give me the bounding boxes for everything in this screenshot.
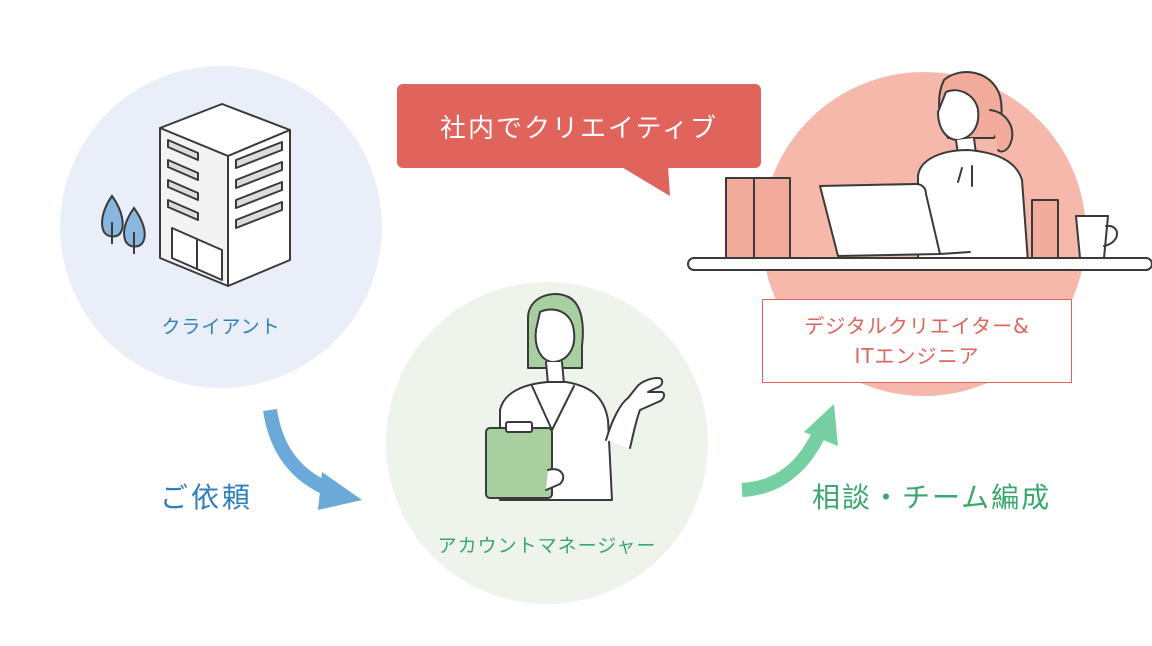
speech-bubble-text: 社内でクリエイティブ	[440, 113, 718, 144]
manager-label: アカウントマネージャー	[437, 535, 657, 557]
tree-icon	[101, 194, 146, 254]
creator-label-box: デジタルクリエイター& ITエンジニア	[762, 299, 1072, 383]
creator-at-laptop-icon	[687, 71, 1152, 271]
manager-with-clipboard-icon	[485, 293, 666, 501]
speech-bubble-tail	[620, 166, 670, 196]
request-arrow	[263, 408, 362, 510]
client-label: クライアント	[161, 316, 281, 338]
office-building-icon	[159, 103, 291, 287]
speech-bubble: 社内でクリエイティブ	[397, 84, 761, 168]
consult-arrow	[741, 404, 838, 497]
consult-label: 相談・チーム編成	[812, 481, 1052, 514]
creator-label-line1: デジタルクリエイター&	[804, 314, 1030, 338]
creator-label-line2: ITエンジニア	[854, 344, 980, 368]
request-label: ご依頼	[160, 481, 254, 514]
